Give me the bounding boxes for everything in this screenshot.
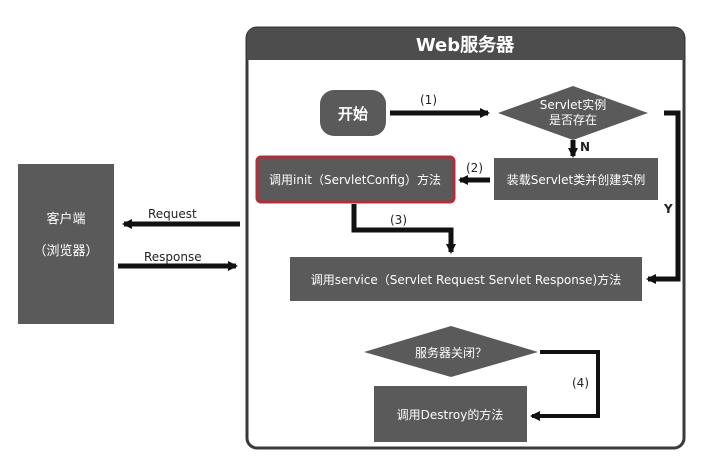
- step2-label: (2): [466, 161, 483, 175]
- edge-init-to-service: (3): [351, 204, 456, 254]
- panel-header: [247, 28, 684, 60]
- start-node: 开始: [320, 90, 386, 136]
- step1-label: (1): [420, 93, 437, 107]
- service-box: [290, 257, 642, 301]
- panel-border: [245, 26, 686, 450]
- request-label: Request: [148, 207, 197, 221]
- destroy-node: 调用Destroy的方法: [374, 386, 527, 442]
- shutdown-diamond: [364, 326, 538, 377]
- destroy-label: 调用Destroy的方法: [397, 407, 504, 422]
- service-label: 调用service（Servlet Request Servlet Respon…: [311, 272, 621, 287]
- edge-exists-to-load: N: [568, 140, 590, 158]
- no-label: N: [580, 140, 590, 154]
- exists-diamond: [498, 86, 648, 140]
- load-node: 装载Servlet类并创建实例: [494, 158, 658, 200]
- client-label-line1: 客户端: [46, 211, 85, 227]
- start-label: 开始: [338, 105, 368, 123]
- edge-shutdown-to-destroy: (4): [530, 350, 600, 421]
- client-node: 客户端 （浏览器）: [18, 164, 114, 324]
- start-box: [320, 90, 386, 136]
- step4-label: (4): [572, 376, 589, 390]
- client-label-line2: （浏览器）: [33, 243, 98, 259]
- edge-start-to-exists: (1): [390, 93, 490, 118]
- yes-label: Y: [663, 202, 673, 216]
- exists-label-line2: 是否存在: [549, 113, 597, 127]
- exists-label-line1: Servlet实例: [540, 97, 606, 112]
- destroy-box: [374, 386, 527, 442]
- response-label: Response: [144, 250, 202, 264]
- edge-exists-to-service: Y: [646, 110, 681, 284]
- shutdown-label: 服务器关闭？: [415, 345, 487, 360]
- web-server-panel: Web服务器: [245, 26, 686, 450]
- shutdown-decision: 服务器关闭？: [364, 326, 538, 377]
- init-label: 调用init（ServletConfig）方法: [269, 172, 441, 187]
- response-edge: Response: [118, 250, 238, 271]
- edge-load-to-init: (2): [458, 161, 490, 185]
- step3-label: (3): [390, 213, 407, 227]
- init-node: 调用init（ServletConfig）方法: [255, 155, 456, 204]
- panel-title: Web服务器: [416, 34, 515, 56]
- request-edge: Request: [122, 207, 240, 229]
- client-box: [18, 164, 114, 324]
- service-node: 调用service（Servlet Request Servlet Respon…: [290, 257, 642, 301]
- load-box: [494, 158, 658, 200]
- init-box: [255, 155, 456, 204]
- load-label: 装载Servlet类并创建实例: [507, 172, 645, 187]
- exists-decision: Servlet实例 是否存在: [498, 86, 648, 140]
